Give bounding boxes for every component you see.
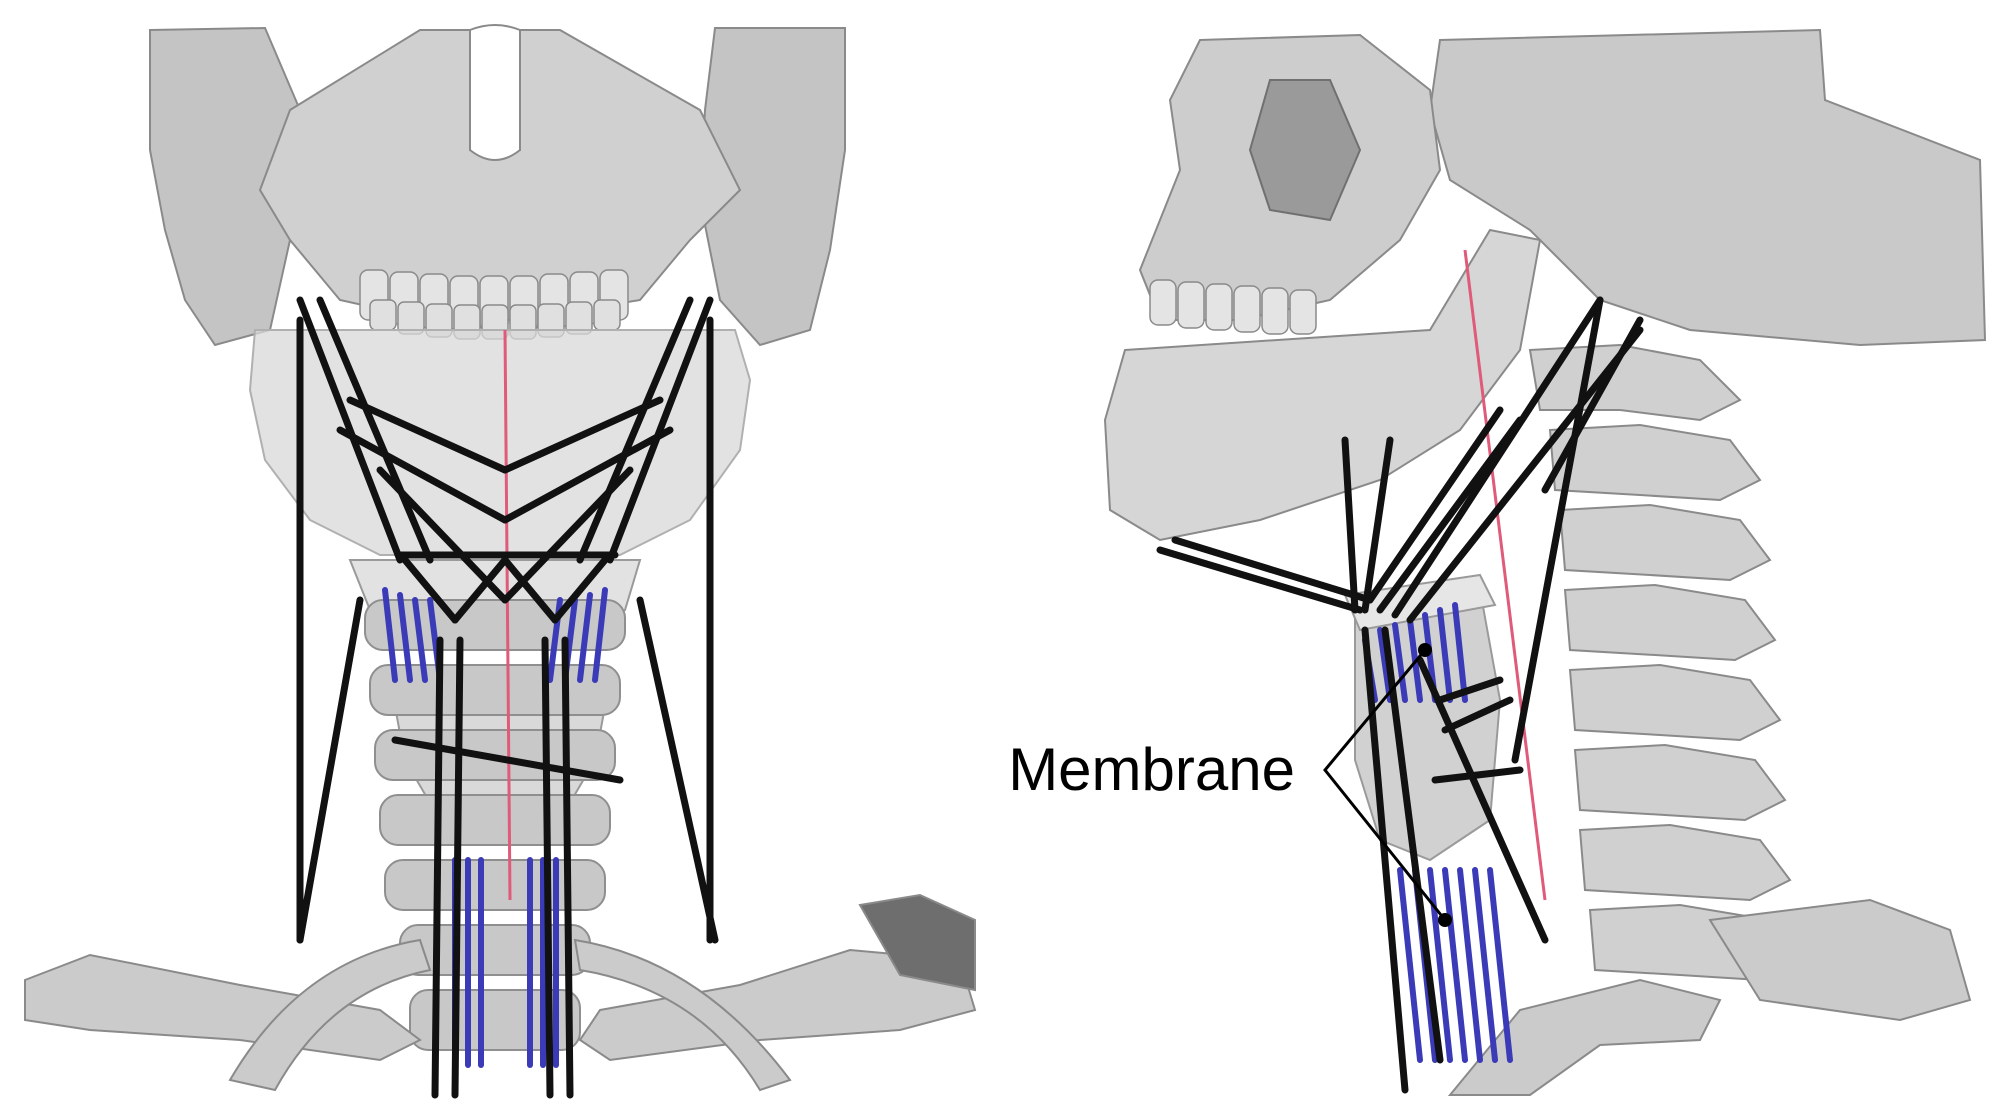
skull-left-side (149, 26, 302, 347)
cervical-spine-lateral (1528, 343, 1802, 982)
membrane-callout: Membrane (1008, 643, 1452, 927)
lower-teeth (369, 299, 621, 340)
rib-lateral (1447, 978, 1722, 1096)
muscle-lines-anterior (296, 296, 719, 1099)
shoulder-lateral (1447, 898, 1972, 1096)
callout-dot-lower (1438, 913, 1452, 927)
orbit-lateral (1248, 79, 1362, 222)
clavicles-anterior (24, 893, 977, 1092)
midline-lateral (1463, 249, 1547, 901)
panel-anterior-view (24, 24, 977, 1099)
skull-anterior (149, 24, 846, 347)
callout-leader-lines (1323, 649, 1447, 921)
nasal-opening (469, 24, 521, 161)
panel-lateral-view: Membrane (1008, 28, 1987, 1096)
clavicle-lateral (1708, 898, 1972, 1022)
clavicle-right (578, 948, 977, 1062)
membrane-label: Membrane (1008, 736, 1295, 803)
first-rib-right (573, 938, 792, 1092)
scapula-right (858, 893, 976, 992)
clavicle-left (24, 953, 422, 1062)
callout-dot-upper (1418, 643, 1432, 657)
midline-anterior (503, 329, 512, 901)
upper-teeth-lateral (1149, 279, 1317, 335)
muscle-lines-lateral (1156, 296, 1644, 1094)
first-rib-left (228, 938, 432, 1092)
skull-lateral (1138, 28, 1987, 347)
cranium-lateral (1428, 28, 1987, 347)
mandible-lateral (1103, 228, 1542, 542)
